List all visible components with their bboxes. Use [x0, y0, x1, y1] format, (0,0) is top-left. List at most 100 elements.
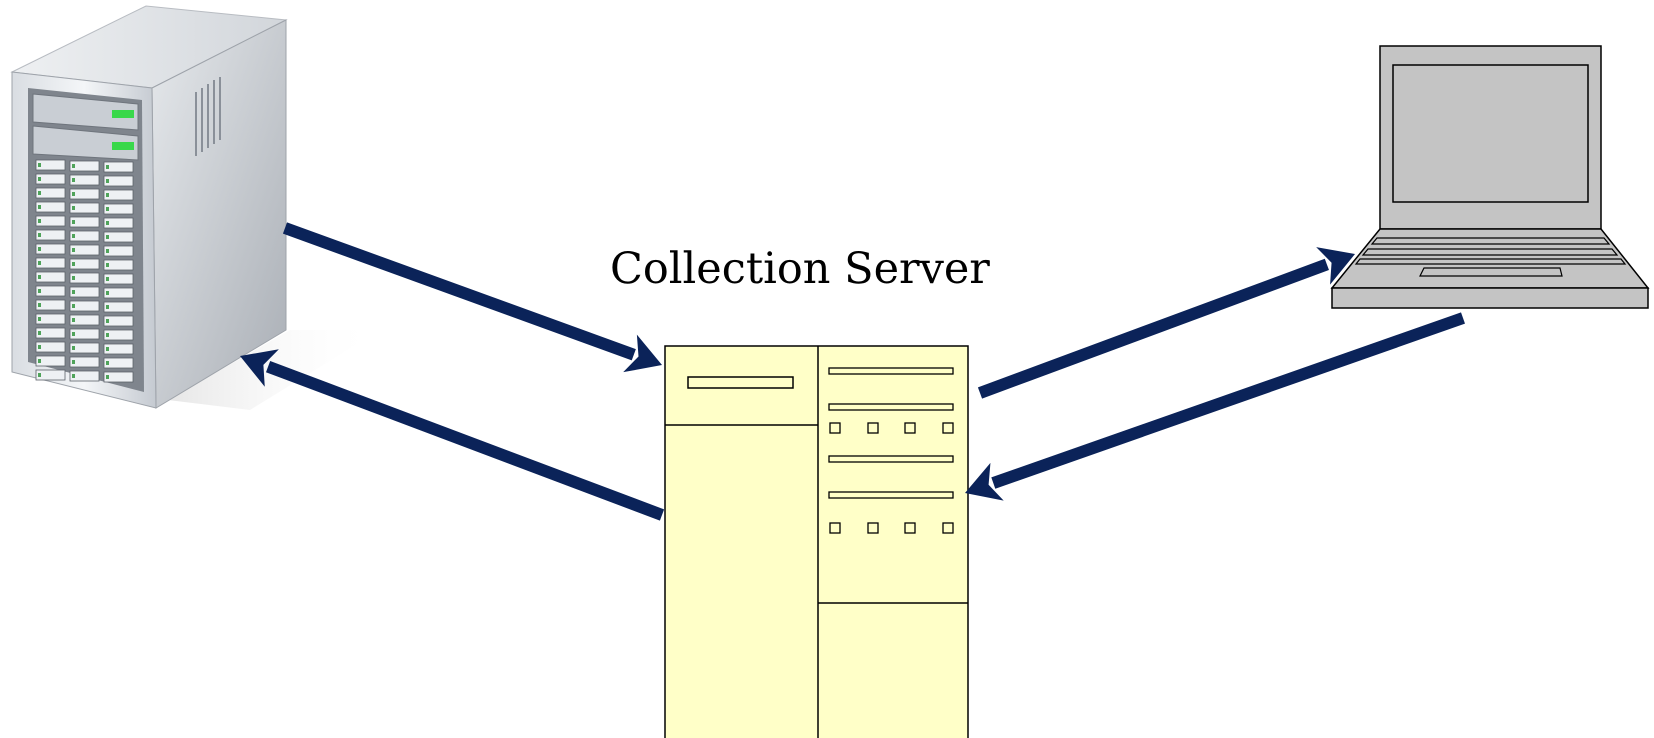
drive-bay-top [32, 93, 139, 161]
drive-slot [35, 173, 66, 185]
drive-slot [103, 301, 134, 313]
drive-slot [69, 314, 100, 326]
drive-led [106, 249, 109, 253]
indicator-square [867, 422, 879, 434]
indicator-square [904, 422, 916, 434]
drive-led [72, 290, 75, 294]
arrow-shaft [977, 258, 1329, 399]
drive-slot [103, 175, 134, 187]
drive-slot [69, 174, 100, 186]
drive-slot [35, 187, 66, 199]
laptop-icon [1330, 45, 1650, 309]
arrow-shaft [282, 222, 636, 361]
collection-server-label: Collection Server [610, 244, 990, 294]
collection-server-cabinet-icon [664, 345, 969, 738]
drive-led [38, 331, 41, 335]
drive-slot [69, 188, 100, 200]
drive-led [72, 374, 75, 378]
drive-slot [35, 285, 66, 297]
drive-led [38, 191, 41, 195]
drive-led [38, 303, 41, 307]
drive-slot [35, 215, 66, 227]
drive-led [72, 304, 75, 308]
drive-led [72, 220, 75, 224]
drive-led [106, 165, 109, 169]
drive-slot [103, 259, 134, 271]
drive-slot [103, 329, 134, 341]
drive-slot [69, 370, 100, 382]
drive-led [72, 192, 75, 196]
drive-slot [35, 369, 66, 381]
drive-slot [35, 299, 66, 311]
drive-led [38, 261, 41, 265]
drive-slot [103, 203, 134, 215]
drive-slot [69, 216, 100, 228]
drive-slot [69, 202, 100, 214]
drive-led [72, 178, 75, 182]
drive-led [38, 373, 41, 377]
drive-led [38, 163, 41, 167]
drive-slot [69, 258, 100, 270]
drive-slot [69, 272, 100, 284]
drive-led [38, 233, 41, 237]
drive-slot [103, 287, 134, 299]
indicator-square [867, 522, 879, 534]
drive-slot [103, 315, 134, 327]
drive-led [38, 359, 41, 363]
drive-led [72, 360, 75, 364]
drive-slot [69, 160, 100, 172]
drive-led [106, 319, 109, 323]
drive-led [106, 235, 109, 239]
drive-led [72, 262, 75, 266]
drive-led [106, 375, 109, 379]
drive-slot [35, 327, 66, 339]
indicator-square [942, 522, 954, 534]
drive-slot [35, 271, 66, 283]
drive-led [106, 291, 109, 295]
arrow-shaft [991, 312, 1465, 489]
drive-slot [69, 328, 100, 340]
arrow-collection-to-laptop [977, 247, 1355, 399]
drive-slot [35, 257, 66, 269]
drive-led [106, 221, 109, 225]
indicator-square [829, 522, 841, 534]
drive-led [72, 234, 75, 238]
drive-slot [35, 243, 66, 255]
indicator-square [942, 422, 954, 434]
drive-slot [103, 161, 134, 173]
arrow-source-to-collection [282, 222, 662, 373]
drive-slot [103, 357, 134, 369]
arrow-head [1316, 247, 1355, 285]
drive-slot [69, 300, 100, 312]
vent-grille [195, 77, 221, 156]
drive-slot [35, 229, 66, 241]
drive-led [38, 177, 41, 181]
drive-led [72, 206, 75, 210]
drive-led [38, 289, 41, 293]
drive-slot [35, 201, 66, 213]
drive-slot [103, 245, 134, 257]
drive-slot [103, 371, 134, 383]
arrow-collection-to-source [240, 349, 665, 521]
arrow-head [623, 334, 662, 373]
drive-led [72, 332, 75, 336]
drive-led [38, 247, 41, 251]
drive-slot [103, 273, 134, 285]
drive-slot [103, 231, 134, 243]
arrow-shaft [265, 360, 665, 521]
arrows-layer [240, 222, 1465, 521]
arrow-laptop-to-collection [965, 312, 1465, 501]
drive-slot [103, 343, 134, 355]
drive-slot [35, 313, 66, 325]
drive-slot [69, 230, 100, 242]
drive-led [72, 318, 75, 322]
drive-led [106, 263, 109, 267]
drive-slot [35, 159, 66, 171]
tower-server-icon [10, 5, 380, 410]
drive-slot [35, 355, 66, 367]
drive-led [72, 346, 75, 350]
arrow-head [965, 462, 1004, 501]
drive-led [106, 333, 109, 337]
